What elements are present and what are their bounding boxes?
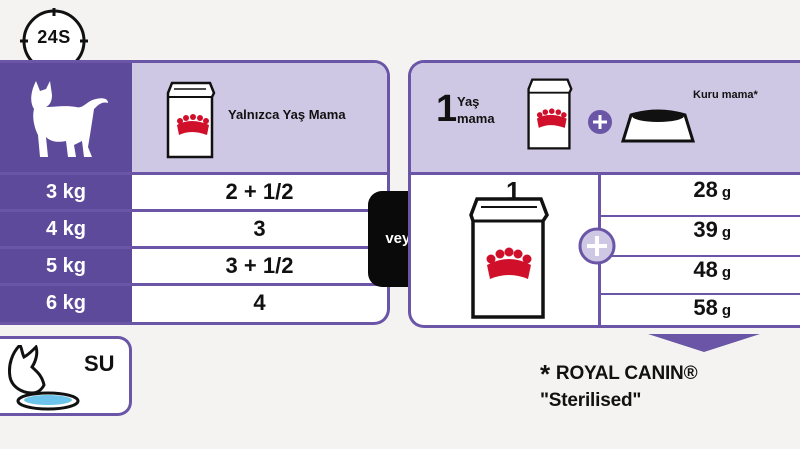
wet-only-label: Yalnızca Yaş Mama	[228, 107, 346, 122]
wet-value-cell: 3 + 1/2	[225, 253, 294, 278]
wet-count-label-line2: mama	[457, 111, 495, 126]
dry-food-label: Kuru mama*	[693, 89, 758, 101]
dry-amount-value: 39	[693, 217, 718, 242]
cat-drinking-water-icon	[8, 345, 80, 411]
weight-cell-3kg: 3 kg	[0, 175, 132, 209]
wet-food-pouch-icon	[469, 197, 549, 319]
24s-badge-icon	[20, 8, 88, 73]
wet-value-cell: 3	[253, 216, 266, 241]
weight-cell-5kg: 5 kg	[0, 249, 132, 283]
dry-amount-value: 28	[693, 177, 718, 202]
badge-label: 24S	[37, 27, 71, 47]
plus-icon	[578, 227, 616, 265]
water-label: SU	[84, 351, 115, 376]
plus-icon	[588, 110, 612, 134]
weight-cell-6kg: 6 kg	[0, 286, 132, 322]
wet-only-table: Yalnızca Yaş Mama 3 kg 2 + 1/2 4 kg 3 5 …	[0, 60, 390, 325]
wet-food-header-cell	[132, 63, 387, 172]
wet-food-pouch-icon	[166, 81, 216, 159]
mixed-header-cell	[411, 63, 800, 172]
cat-header-cell	[0, 63, 132, 172]
wet-value-cell: 2 + 1/2	[225, 179, 294, 204]
wet-count-label: Yaş mama	[457, 93, 495, 127]
cat-icon	[31, 81, 108, 157]
footnote-star: *	[540, 359, 550, 389]
arrow-down-icon	[648, 334, 760, 352]
footnote: *ROYAL CANIN® "Sterilised"	[540, 359, 800, 412]
wet-count-number: 1	[436, 88, 458, 130]
wet-value-cell: 4	[253, 290, 266, 315]
dry-amount-unit: g	[721, 224, 731, 241]
dry-amount-value: 48	[693, 257, 718, 282]
wet-food-pouch-icon	[527, 78, 573, 150]
water-box	[0, 336, 132, 416]
wet-pouch-count: 1	[506, 176, 521, 206]
footnote-text: ROYAL CANIN® "Sterilised"	[540, 363, 698, 411]
dry-amount-unit: g	[721, 184, 731, 201]
wet-count-label-line1: Yaş	[457, 94, 480, 109]
dry-amount-value: 58	[693, 295, 718, 320]
dry-amount-unit: g	[721, 264, 731, 281]
dry-amount-unit: g	[721, 302, 731, 319]
dry-food-bowl-icon	[620, 109, 696, 143]
weight-cell-4kg: 4 kg	[0, 212, 132, 246]
